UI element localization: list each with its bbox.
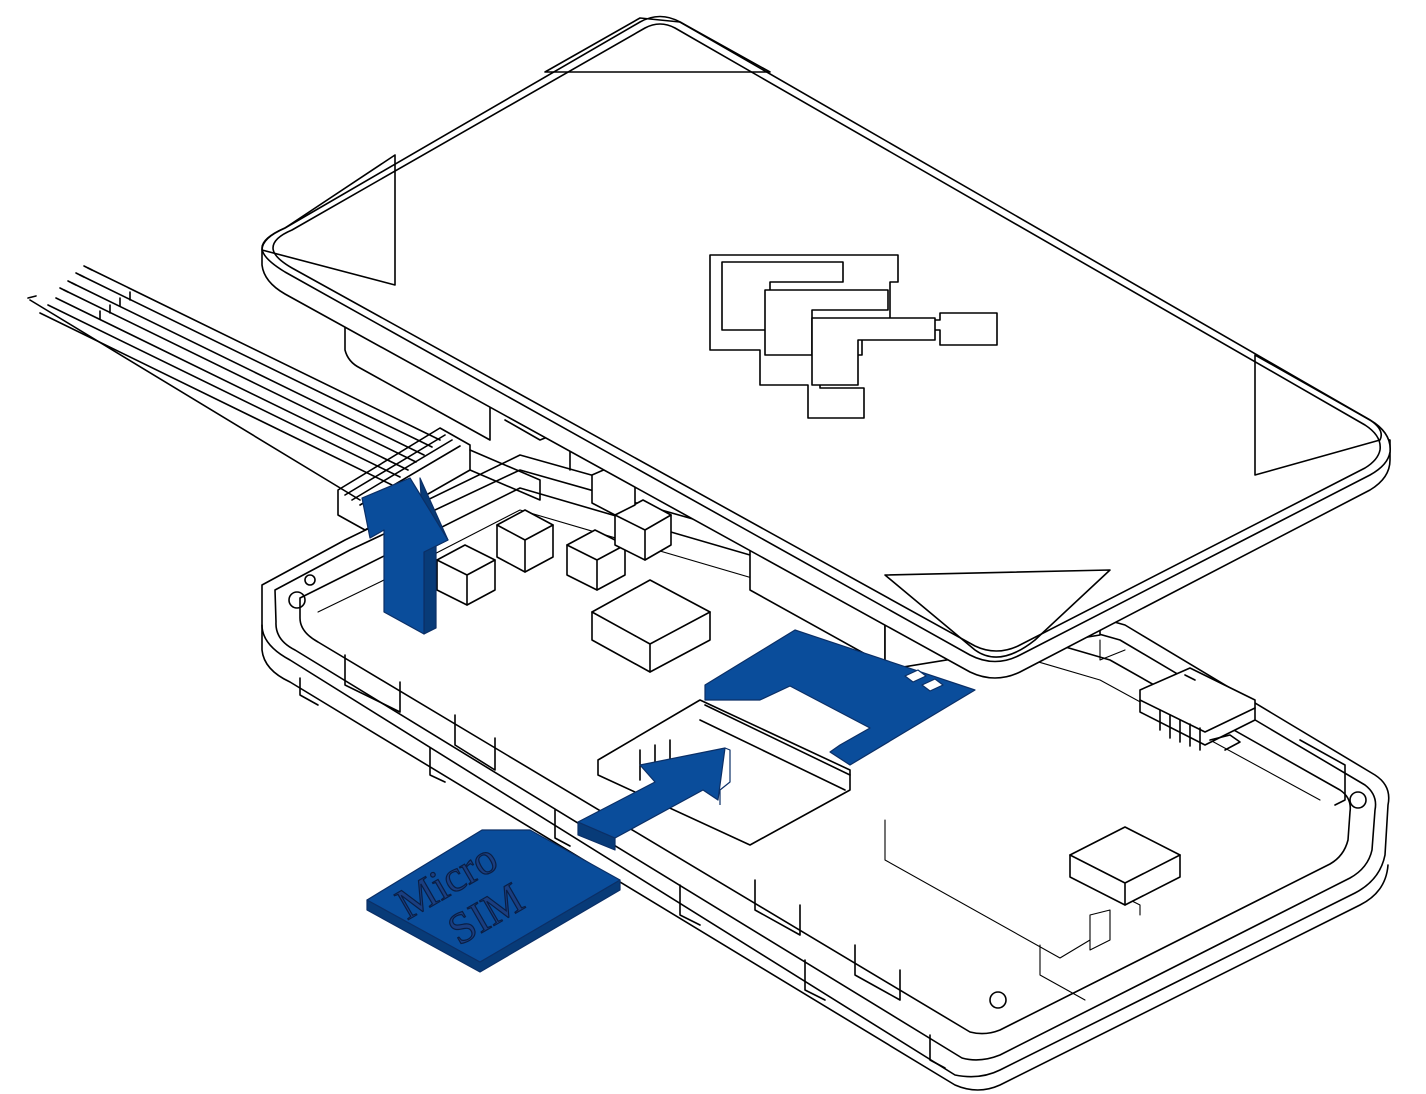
component-cube (566, 529, 626, 591)
component-cube (614, 499, 672, 561)
lift-arrow-icon (361, 477, 449, 635)
component-cube (496, 509, 554, 573)
sim-holder (597, 699, 851, 846)
usb-connector (1139, 667, 1256, 751)
brand-logo-icon (709, 254, 998, 419)
insert-arrow-icon (577, 747, 731, 851)
cable-bundle (27, 265, 441, 501)
micro-sim-card: Micro SIM (366, 829, 621, 973)
sim-slot-highlight (704, 629, 976, 766)
large-chip (591, 579, 711, 673)
small-chip (1069, 826, 1181, 906)
component-cube (436, 544, 496, 606)
